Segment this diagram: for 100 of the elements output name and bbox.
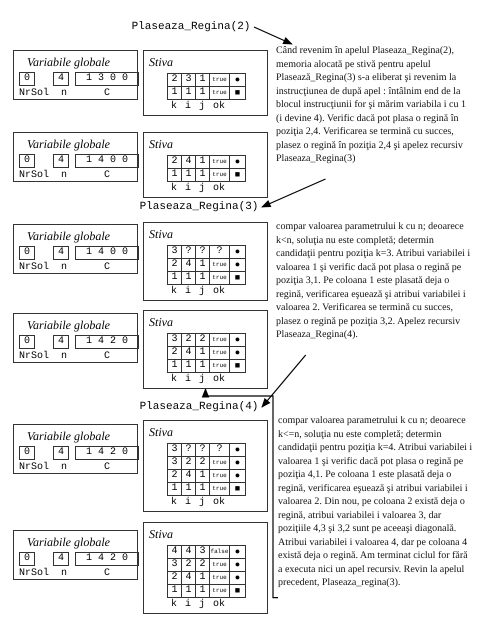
- marker-cell: ■: [230, 169, 246, 182]
- column-label: ok: [212, 182, 225, 196]
- marker-cell: ●: [230, 334, 246, 347]
- column-label: k: [170, 285, 177, 299]
- value-cell: 1 4 2 0: [75, 335, 139, 349]
- stack-cell: 1: [168, 483, 182, 496]
- marker-cell: ●: [230, 559, 246, 572]
- globals-panel: [13, 224, 138, 274]
- column-label: k: [170, 100, 177, 114]
- value-cell: 4: [53, 552, 69, 566]
- stack-cell: 1: [196, 347, 210, 360]
- value-cell: 1 4 2 0: [75, 552, 139, 566]
- panel-heading: Variabile globale: [27, 535, 110, 550]
- marker-cell: ●: [230, 74, 246, 87]
- stack-cell: 4: [182, 572, 196, 585]
- stack-cell: 2: [196, 334, 210, 347]
- panel-heading: Stiva: [149, 315, 173, 330]
- stack-cell: 2: [182, 559, 196, 572]
- value-cell: 1 4 0 0: [75, 246, 139, 260]
- globals-panel: [13, 313, 138, 363]
- stack-cell: 1: [182, 360, 196, 373]
- globals-panel: [13, 424, 138, 474]
- stack-cell: 1: [182, 483, 196, 496]
- call-label: Plaseaza_Regina(2): [128, 20, 254, 34]
- stack-cell: 1: [196, 272, 210, 285]
- marker-cell: ■: [230, 483, 246, 496]
- stack-cell: 1: [196, 483, 210, 496]
- panel-heading: Stiva: [149, 137, 173, 152]
- value-cell: 0: [19, 246, 35, 260]
- value-cell: 1 4 2 0: [75, 446, 139, 460]
- stack-cell: 1: [196, 259, 210, 272]
- column-label: j: [198, 182, 205, 196]
- stack-cell: 1: [182, 87, 196, 100]
- stack-panel: [143, 222, 268, 301]
- stack-cell: 4: [182, 470, 196, 483]
- variable-label: n: [60, 169, 67, 182]
- panel-heading: Stiva: [149, 227, 173, 242]
- variable-label: n: [60, 567, 67, 580]
- stack-cell: ?: [182, 246, 196, 259]
- column-label: j: [198, 373, 205, 387]
- stack-cell: ?: [210, 444, 230, 457]
- stack-cell: 2: [168, 572, 182, 585]
- globals-panel: [13, 530, 138, 580]
- stack-cell: 1: [168, 169, 182, 182]
- panel-heading: Stiva: [149, 425, 173, 440]
- stack-cell: 2: [168, 470, 182, 483]
- column-label: i: [184, 182, 191, 196]
- value-cell: 0: [19, 154, 35, 168]
- variable-label: C: [104, 261, 110, 274]
- globals-panel: [13, 50, 138, 100]
- stack-cell: 3: [168, 457, 182, 470]
- variable-label: C: [104, 567, 110, 580]
- panel-heading: Variabile globale: [27, 229, 110, 244]
- stack-cell: 2: [168, 74, 182, 87]
- stack-cell: 3: [168, 444, 182, 457]
- column-label: ok: [212, 285, 225, 299]
- stack-panel: [143, 50, 268, 116]
- variable-label: n: [60, 261, 67, 274]
- variable-label: NrSol: [19, 169, 50, 182]
- variable-label: n: [60, 350, 67, 363]
- stack-cell: 1: [196, 360, 210, 373]
- stack-cell: 2: [168, 259, 182, 272]
- value-cell: 0: [19, 335, 35, 349]
- variable-label: n: [60, 461, 67, 474]
- column-label: i: [184, 496, 191, 510]
- stack-cell: 1: [168, 360, 182, 373]
- stack-cell: 3: [168, 559, 182, 572]
- stack-cell: 1: [196, 585, 210, 598]
- marker-cell: ●: [230, 347, 246, 360]
- column-label: k: [170, 373, 177, 387]
- arrow: [254, 26, 293, 45]
- value-cell: 1 3 0 0: [75, 72, 139, 86]
- stack-cell: 3: [168, 246, 182, 259]
- column-label: k: [170, 598, 177, 612]
- stack-cell: 4: [182, 347, 196, 360]
- value-cell: 0: [19, 446, 35, 460]
- column-label: k: [170, 496, 177, 510]
- value-cell: 4: [53, 154, 69, 168]
- arrow: [202, 388, 278, 598]
- stack-cell: 2: [196, 559, 210, 572]
- stack-cell: ?: [210, 246, 230, 259]
- stack-cell: 1: [182, 585, 196, 598]
- marker-cell: ●: [230, 470, 246, 483]
- panel-heading: Stiva: [149, 527, 173, 542]
- value-cell: 4: [53, 246, 69, 260]
- marker-cell: ●: [230, 246, 246, 259]
- stack-cell: 1: [196, 156, 210, 169]
- stack-cell: ?: [196, 246, 210, 259]
- panel-heading: Variabile globale: [27, 429, 110, 444]
- column-label: i: [184, 373, 191, 387]
- column-label: j: [198, 285, 205, 299]
- column-label: ok: [212, 100, 225, 114]
- marker-cell: ●: [230, 457, 246, 470]
- value-cell: 4: [53, 335, 69, 349]
- stack-panel: [143, 132, 268, 198]
- variable-label: C: [104, 87, 110, 100]
- stack-cell: 2: [196, 457, 210, 470]
- stack-cell: 1: [182, 169, 196, 182]
- variable-label: NrSol: [19, 87, 50, 100]
- variable-label: NrSol: [19, 261, 50, 274]
